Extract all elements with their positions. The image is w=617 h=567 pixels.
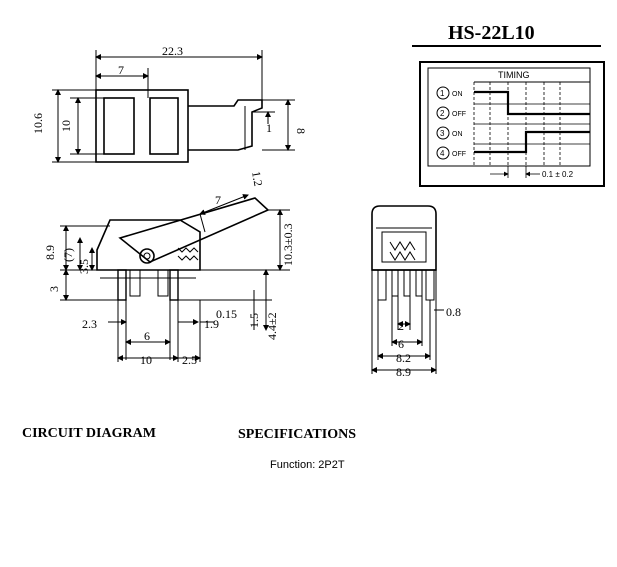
timing-tolerance: 0.1 ± 0.2 [542, 170, 574, 179]
row-2-state: OFF [452, 111, 466, 118]
waveform-1 [474, 90, 590, 116]
dim-pin-span: 6 [398, 337, 404, 351]
row-4-state: OFF [452, 151, 466, 158]
timing-title: TIMING [498, 70, 530, 80]
row-1-circle [436, 86, 450, 100]
dim-gap1: 0.15 [216, 307, 237, 321]
row-3-state: ON [452, 131, 463, 138]
waveform-3 [474, 130, 590, 154]
dim-offset: 7 [118, 63, 124, 77]
row-4-circle [436, 146, 450, 160]
dim-h-mid: 3.5 [77, 259, 91, 274]
dim-h-paren: (7) [61, 248, 75, 262]
side-view-labels: 7 1.2 8.9 (7) 3.5 3 10.3±0.3 4.4±2 1.5 0… [43, 170, 295, 367]
row-2-num: 2 [440, 109, 445, 118]
row-3-num: 3 [440, 129, 445, 138]
dim-h-right2: 4.4±2 [265, 312, 279, 340]
title-underline [412, 45, 601, 47]
row-1-state: ON [452, 91, 463, 98]
top-view-labels: 22.3 7 10.6 10 8 1 [31, 44, 308, 135]
dim-h-pin: 3 [47, 286, 61, 292]
part-number-title: HS-22L10 [448, 22, 535, 44]
dim-right-small: 1 [266, 121, 272, 135]
dim-pin-offset: 1.5 [247, 313, 261, 328]
end-view [371, 205, 444, 374]
timing-chart [419, 61, 605, 187]
function-text: Function: 2P2T [270, 459, 345, 471]
dim-width: 10 [140, 353, 152, 367]
dim-lever-thick: 1.2 [249, 170, 265, 187]
timing-labels: TIMING 1 2 3 4 ON OFF ON OFF 0.1 ± 0.2 [440, 70, 574, 179]
top-view [52, 50, 295, 163]
circuit-diagram-heading: CIRCUIT DIAGRAM [22, 426, 156, 441]
dim-height-outer: 10.6 [31, 113, 45, 134]
row-4-num: 4 [440, 149, 445, 158]
dim-height-inner: 10 [59, 120, 73, 132]
row-3-circle [436, 126, 450, 140]
dim-h-right: 10.3±0.3 [281, 223, 295, 266]
end-view-labels: 0.8 2 6 8.2 8.9 [396, 305, 461, 379]
dim-length: 22.3 [162, 44, 183, 58]
dim-right-height: 8 [294, 128, 308, 134]
dim-pin-pitch: 2 [398, 319, 404, 333]
dim-pin-w: 0.8 [446, 305, 461, 319]
dim-gap2: 1.9 [204, 317, 219, 331]
specifications-heading: SPECIFICATIONS [238, 427, 356, 442]
dim-pitch: 6 [144, 329, 150, 343]
dim-body: 8.2 [396, 351, 411, 365]
side-view [60, 194, 290, 362]
dim-left-w: 2.3 [82, 317, 97, 331]
dim-h-total: 8.9 [43, 245, 57, 260]
dim-end: 2.5 [182, 353, 197, 367]
dim-lever: 7 [215, 193, 221, 207]
row-1-num: 1 [440, 89, 445, 98]
row-2-circle [436, 106, 450, 120]
dim-total: 8.9 [396, 365, 411, 379]
